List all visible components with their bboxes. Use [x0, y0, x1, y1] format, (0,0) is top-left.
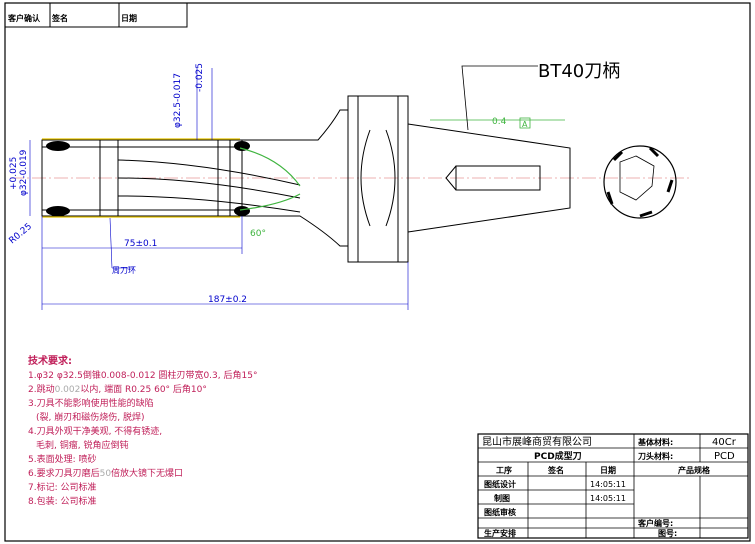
- tech-item-faded: 50: [100, 469, 112, 479]
- drawing-no-label: 图号:: [658, 529, 677, 538]
- tech-item-text: 5.表面处理: 喷砂: [28, 453, 96, 465]
- tech-item: 2.跳动0.002以内, 端面 R0.25 60° 后角10°: [28, 383, 207, 395]
- dim-cut-tol: +0.025: [9, 157, 19, 190]
- col-date: 日期: [600, 465, 616, 475]
- date-draw: 14:05:11: [590, 494, 626, 503]
- tech-item-text-b: 以内, 端面 R0.25 60° 后角10°: [80, 383, 207, 395]
- highlight-lines: [42, 119, 565, 218]
- base-material-value: 40Cr: [712, 437, 737, 448]
- insert-tip-bottom-left: [46, 206, 70, 216]
- tech-item: 毛刺, 铜瘤, 锐角应倒钝: [36, 439, 128, 451]
- dim-length-75: 75±0.1: [124, 239, 157, 249]
- tech-item: 4.刀具外观干净美观, 不得有锈迹,: [28, 425, 162, 437]
- row-review: 图纸审核: [484, 507, 516, 517]
- datum-label: A: [522, 120, 528, 129]
- drawing-border: [4, 2, 751, 542]
- head-material-value: PCD: [714, 451, 735, 462]
- tech-item: 5.表面处理: 喷砂: [28, 453, 96, 465]
- tech-title: 技术要求:: [28, 354, 72, 367]
- head-material-label: 刀头材料:: [638, 451, 673, 461]
- product-name: PCD成型刀: [534, 450, 582, 462]
- edge-label: 周刀环: [112, 266, 136, 275]
- dimension-lines: [29, 68, 409, 310]
- customer-no-label: 客户编号:: [637, 518, 673, 528]
- tech-item: 3.刀具不能影响使用性能的缺陷: [28, 397, 154, 409]
- dim-shank-dia: φ32.5-0.017: [173, 73, 183, 128]
- tech-item-text: 6.要求刀具刃磨后: [28, 467, 100, 479]
- signature-label: 签名: [51, 13, 68, 23]
- dim-taper-tol: 0.4: [492, 117, 507, 127]
- dim-angle-60: 60°: [250, 229, 266, 239]
- date-design: 14:05:11: [590, 480, 626, 489]
- insert-tip-bottom-right: [234, 206, 250, 216]
- title-block: [477, 433, 749, 539]
- tech-item-text: (裂, 崩刃和磁伤烧伤, 脱焊): [36, 411, 144, 423]
- dim-length-187: 187±0.2: [208, 295, 247, 305]
- tech-item: 1.φ32 φ32.5倒锥0.008-0.012 圆柱刃带宽0.3, 后角15°: [28, 369, 257, 381]
- tech-item-text: 2.跳动: [28, 383, 55, 395]
- approval-box: 客户确认 签名 日期: [4, 2, 188, 28]
- tech-item-text: 1.φ32 φ32.5倒锥0.008-0.012 圆柱刃带宽0.3, 后角15°: [28, 369, 257, 381]
- dim-cut-dia: φ32-0.019: [19, 149, 29, 196]
- dim-chamfer: R0.25: [8, 222, 35, 247]
- tech-list: 1.φ32 φ32.5倒锥0.008-0.012 圆柱刃带宽0.3, 后角15°…: [28, 369, 257, 507]
- tech-item: 8.包装: 公司标准: [28, 495, 96, 507]
- row-design: 图纸设计: [484, 479, 516, 489]
- tech-requirements: 技术要求: 1.φ32 φ32.5倒锥0.008-0.012 圆柱刃带宽0.3,…: [28, 354, 257, 507]
- col-sign: 签名: [547, 465, 564, 475]
- end-view: [603, 145, 677, 219]
- bt40-leader: [461, 65, 538, 131]
- col-process: 工序: [496, 465, 512, 475]
- tech-item-text: 7.标记: 公司标准: [28, 481, 96, 493]
- company-name: 昆山市展峰商贸有限公司: [482, 435, 592, 448]
- row-production: 生产安排: [484, 528, 516, 538]
- insert-tip-top-left: [46, 141, 70, 151]
- insert-tip-top-right: [234, 141, 250, 151]
- tech-item-text: 3.刀具不能影响使用性能的缺陷: [28, 397, 154, 409]
- tech-item-text-b: 倍放大镜下无爆口: [111, 467, 183, 479]
- tech-item: 6.要求刀具刃磨后50倍放大镜下无爆口: [28, 467, 183, 479]
- row-draw: 制图: [494, 493, 510, 503]
- cutter-body: [41, 95, 571, 263]
- tech-item-text: 8.包装: 公司标准: [28, 495, 96, 507]
- col-spec: 产品规格: [678, 465, 711, 475]
- bt40-callout: BT40刀柄: [538, 61, 620, 82]
- tech-item: (裂, 崩刃和磁伤烧伤, 脱焊): [36, 411, 144, 423]
- tech-item-text: 4.刀具外观干净美观, 不得有锈迹,: [28, 425, 162, 437]
- datum-box: [519, 117, 531, 129]
- tech-item-faded: 0.002: [55, 385, 81, 395]
- tech-item: 7.标记: 公司标准: [28, 481, 96, 493]
- date-label: 日期: [121, 13, 137, 23]
- customer-confirm-label: 客户确认: [7, 13, 41, 23]
- tech-item-text: 毛刺, 铜瘤, 锐角应倒钝: [36, 439, 128, 451]
- base-material-label: 基体材料:: [637, 437, 673, 447]
- dim-shank-tol: -0.025: [195, 63, 205, 92]
